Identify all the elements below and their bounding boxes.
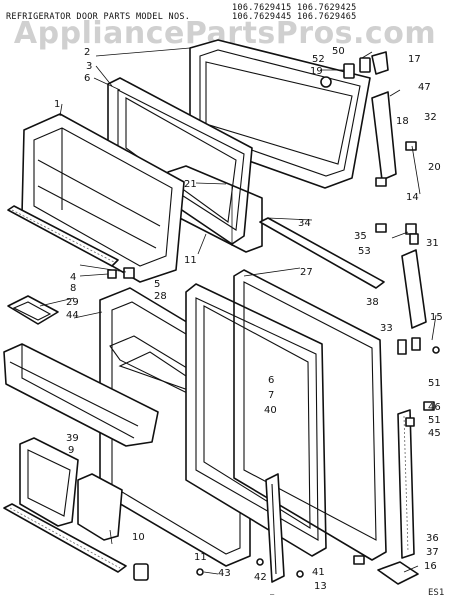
fresh-food-handle: [401, 249, 427, 329]
shelf-retainer: [19, 437, 79, 527]
label-13: 13: [314, 581, 327, 592]
label-16: 16: [424, 561, 437, 572]
label-40: 40: [264, 405, 277, 416]
label-6b: 6: [268, 375, 274, 386]
label-11b: 11: [194, 552, 207, 563]
shelf-small: [77, 473, 123, 541]
label-45: 45: [428, 428, 441, 439]
label-14: 14: [406, 192, 419, 203]
label-4: 4: [70, 272, 76, 283]
label-51: 51: [428, 378, 441, 389]
label-46: 46: [428, 402, 441, 413]
vertical-trim: [397, 409, 415, 559]
fresh-food-gasket: [233, 269, 387, 561]
label-38: 38: [366, 297, 379, 308]
door-bin: [3, 343, 159, 447]
trim-strip: [7, 205, 119, 267]
support-rod: [259, 217, 385, 289]
label-11: 11: [184, 255, 197, 266]
label-41: 41: [312, 567, 325, 578]
label-28: 28: [154, 291, 167, 302]
label-34: 34: [298, 218, 311, 229]
model-numbers-row1: 106.7629415 106.7629425: [232, 3, 357, 13]
label-51b: 51: [428, 415, 441, 426]
label-53: 53: [358, 246, 371, 257]
freezer-handle: [371, 91, 397, 181]
label-33: 33: [380, 323, 393, 334]
label-27: 27: [300, 267, 313, 278]
label-32: 32: [424, 112, 437, 123]
label-31: 31: [426, 238, 439, 249]
end-cap: [133, 563, 149, 581]
label-29: 29: [66, 297, 79, 308]
bottom-trim: [3, 503, 127, 573]
leader-lines: [39, 47, 437, 575]
label-39: 39: [66, 433, 79, 444]
label-52: 52: [312, 54, 325, 65]
freezer-door-liner: [107, 77, 253, 245]
label-15: 15: [430, 312, 443, 323]
label-1: 1: [54, 99, 60, 110]
hardware-small-parts: [107, 51, 440, 578]
label-35: 35: [354, 231, 367, 242]
label-9: 9: [68, 445, 74, 456]
label-8: 8: [70, 283, 76, 294]
drawing-number-mark: —: [270, 590, 275, 598]
label-47: 47: [418, 82, 431, 93]
label-18: 18: [396, 116, 409, 127]
label-43: 43: [218, 568, 231, 579]
label-19: 19: [310, 66, 323, 77]
bottom-hinge: [377, 561, 419, 585]
label-3: 3: [86, 61, 92, 72]
label-42: 42: [254, 572, 267, 583]
label-6: 6: [84, 73, 90, 84]
fresh-food-door-panel: [185, 283, 327, 557]
model-numbers-row2: 106.7629445 106.7629465: [232, 12, 357, 22]
label-36: 36: [426, 533, 439, 544]
label-44: 44: [66, 310, 79, 321]
label-21: 21: [184, 179, 197, 190]
diagram-title: REFRIGERATOR DOOR PARTS MODEL NOS.: [6, 12, 191, 22]
label-50: 50: [332, 46, 345, 57]
label-37: 37: [426, 547, 439, 558]
label-2: 2: [84, 47, 90, 58]
label-7: 7: [268, 390, 274, 401]
label-10: 10: [132, 532, 145, 543]
label-17: 17: [408, 54, 421, 65]
butter-compartment: [7, 295, 59, 325]
footer-code: ES1: [428, 588, 445, 598]
callout-numbers: 2 3 6 1 21 11 4 8 29 44 39 9 10 5 28 27 …: [54, 46, 443, 592]
label-20: 20: [428, 162, 441, 173]
label-5: 5: [154, 279, 160, 290]
hinge-strip: [265, 473, 285, 583]
